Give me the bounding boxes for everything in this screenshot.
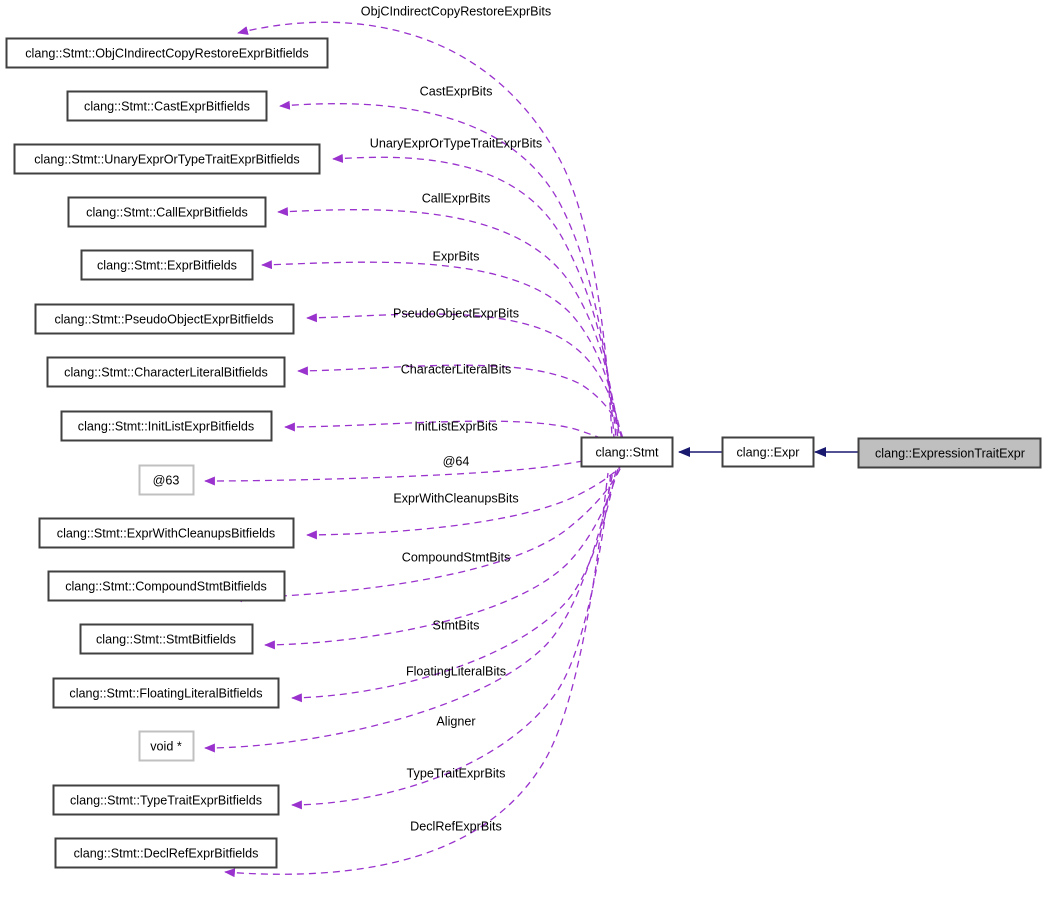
node-label: clang::Stmt::TypeTraitExprBitfields xyxy=(70,793,262,807)
node-at63[interactable]: @63 xyxy=(138,464,195,496)
edge-exprwithcleanupsbits xyxy=(306,462,625,540)
node-label: clang::Stmt::CastExprBitfields xyxy=(84,99,250,113)
edge-stmtbits xyxy=(264,468,619,650)
edge-label-characterliteralbits: CharacterLiteralBits xyxy=(401,362,512,376)
edge-label-at64: @64 xyxy=(443,454,470,468)
node-pseudoobjectexprbitfields[interactable]: clang::Stmt::PseudoObjectExprBitfields xyxy=(34,303,295,335)
edge-label-typetraitexprbits: TypeTraitExprBits xyxy=(407,766,506,780)
edge-label-objcindirectcopyrestoreexprbits: ObjCIndirectCopyRestoreExprBits xyxy=(361,4,551,18)
edge-at64 xyxy=(204,452,627,486)
node-typetraitexprbitfields[interactable]: clang::Stmt::TypeTraitExprBitfields xyxy=(52,784,280,816)
node-objcindirectcopyrestoreexprbitfields[interactable]: clang::Stmt::ObjCIndirectCopyRestoreExpr… xyxy=(5,37,329,69)
edge-label-unaryexprortypetraitexprbits: UnaryExprOrTypeTraitExprBits xyxy=(370,136,542,150)
edge-unaryexprortypetraitexprbits xyxy=(332,153,617,440)
edge-label-exprwithcleanupsbits: ExprWithCleanupsBits xyxy=(393,491,518,505)
edge-label-aligner: Aligner xyxy=(436,714,475,728)
edge-compoundstmtbits xyxy=(231,466,622,603)
edge-labels: ObjCIndirectCopyRestoreExprBits CastExpr… xyxy=(361,4,551,833)
edge-exprbits xyxy=(261,260,621,442)
node-label: clang::Stmt xyxy=(596,445,659,459)
node-characterliteralbitfields[interactable]: clang::Stmt::CharacterLiteralBitfields xyxy=(46,356,286,388)
node-exprwithcleanupsbitfields[interactable]: clang::Stmt::ExprWithCleanupsBitfields xyxy=(38,517,295,549)
node-initlistexprbitfields[interactable]: clang::Stmt::InitListExprBitfields xyxy=(60,410,273,442)
node-label: clang::Stmt::UnaryExprOrTypeTraitExprBit… xyxy=(34,152,299,166)
node-label: @63 xyxy=(153,473,180,487)
edge-callexprbits xyxy=(277,207,619,441)
node-label: clang::Stmt::ExprBitfields xyxy=(97,258,237,272)
node-label: clang::ExpressionTraitExpr xyxy=(875,446,1025,460)
node-label: clang::Stmt::ExprWithCleanupsBitfields xyxy=(57,526,275,540)
node-label: clang::Stmt::ObjCIndirectCopyRestoreExpr… xyxy=(25,46,308,60)
node-label: clang::Stmt::CallExprBitfields xyxy=(86,205,248,219)
usage-edges xyxy=(204,21,627,878)
node-clang-expressiontraitexpr[interactable]: clang::ExpressionTraitExpr xyxy=(857,437,1042,469)
node-label: clang::Stmt::FloatingLiteralBitfields xyxy=(69,686,262,700)
edge-label-floatingliteralbits: FloatingLiteralBits xyxy=(406,664,506,678)
node-clang-expr[interactable]: clang::Expr xyxy=(721,436,815,468)
node-stmtbitfields[interactable]: clang::Stmt::StmtBitfields xyxy=(79,623,254,655)
node-label: clang::Stmt::CharacterLiteralBitfields xyxy=(64,365,268,379)
edge-label-exprbits: ExprBits xyxy=(433,249,480,263)
edge-label-compoundstmtbits: CompoundStmtBits xyxy=(402,550,511,564)
nodes: clang::Stmt::ObjCIndirectCopyRestoreExpr… xyxy=(5,37,1042,869)
edge-label-declrefexprbits: DeclRefExprBits xyxy=(410,819,502,833)
node-floatingliteralbitfields[interactable]: clang::Stmt::FloatingLiteralBitfields xyxy=(52,677,280,709)
node-void-pointer[interactable]: void * xyxy=(138,730,195,762)
node-label: clang::Stmt::InitListExprBitfields xyxy=(78,419,254,433)
edge-castexprbits xyxy=(279,100,615,439)
node-clang-stmt[interactable]: clang::Stmt xyxy=(580,436,674,468)
edge-label-castexprbits: CastExprBits xyxy=(420,84,493,98)
node-exprbitfields[interactable]: clang::Stmt::ExprBitfields xyxy=(80,249,254,281)
node-castexprbitfields[interactable]: clang::Stmt::CastExprBitfields xyxy=(66,90,268,122)
node-label: clang::Expr xyxy=(737,445,800,459)
node-label: clang::Stmt::CompoundStmtBitfields xyxy=(65,579,267,593)
edge-label-initlistexprbits: InitListExprBits xyxy=(414,419,497,433)
node-declrefexprbitfields[interactable]: clang::Stmt::DeclRefExprBitfields xyxy=(54,837,278,869)
node-label: clang::Stmt::StmtBitfields xyxy=(96,632,236,646)
node-unaryexprortypetraitexprbitfields[interactable]: clang::Stmt::UnaryExprOrTypeTraitExprBit… xyxy=(13,143,321,175)
node-callexprbitfields[interactable]: clang::Stmt::CallExprBitfields xyxy=(67,196,267,228)
edge-objcindirectcopyrestoreexprbits xyxy=(237,21,613,438)
edge-label-stmtbits: StmtBits xyxy=(433,618,480,632)
edge-pseudoobjectexprbits xyxy=(306,313,623,443)
edge-label-callexprbits: CallExprBits xyxy=(422,191,491,205)
edge-characterliteralbits xyxy=(297,364,625,444)
node-compoundstmtbitfields[interactable]: clang::Stmt::CompoundStmtBitfields xyxy=(47,570,286,602)
edge-aligner xyxy=(204,470,614,753)
edge-typetraitexprbits xyxy=(291,471,612,810)
edge-label-pseudoobjectexprbits: PseudoObjectExprBits xyxy=(393,306,519,320)
node-label: clang::Stmt::PseudoObjectExprBitfields xyxy=(54,312,273,326)
node-label: void * xyxy=(150,739,182,753)
node-label: clang::Stmt::DeclRefExprBitfields xyxy=(74,846,259,860)
